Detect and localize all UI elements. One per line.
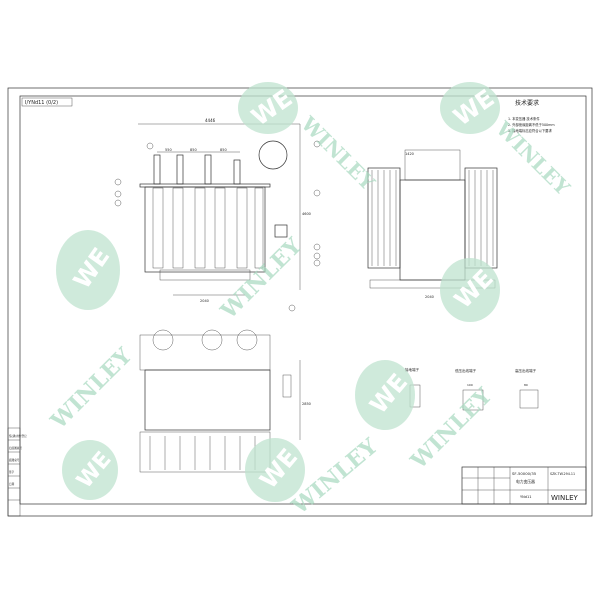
sheet-inner-frame — [19, 95, 587, 505]
tank-cover — [139, 183, 271, 188]
dimension-label: 100 — [467, 383, 473, 387]
watermark-text: WINLEY — [215, 233, 307, 325]
watermark: WE WE WE WE WE WE WE WINLEY WINLEY WINLE… — [45, 82, 575, 520]
radiators — [152, 187, 264, 269]
left-side-table: 借(通)用件登记 旧底图总号 底图总号 签字 日期 — [7, 427, 27, 517]
terminal-title: 低压出线端子 — [455, 368, 476, 373]
tech-req-item: 3. 接地端标志应符合以下要求 — [508, 128, 552, 133]
conservator — [258, 140, 288, 170]
lv-terminal — [462, 389, 484, 411]
dimension-label: 850 — [220, 148, 227, 152]
conservator-side — [404, 149, 461, 181]
plan-view: 2850 — [139, 329, 311, 473]
dimension-label: 4446 — [205, 118, 216, 123]
watermark-text: WINLEY — [405, 383, 497, 475]
title-block: SF-50000/35 电力变压器 YNd11 SZK.TW.294.11 WI… — [461, 466, 587, 505]
watermark-logo: WE — [355, 360, 415, 430]
watermark-logo: WE — [56, 230, 120, 310]
base — [159, 269, 251, 281]
tank-body — [144, 186, 266, 273]
watermark-logo: WE — [245, 438, 305, 502]
terminal-title: 高压出线端子 — [515, 368, 536, 373]
tank-plan — [144, 369, 271, 431]
left-table-cell: 日期 — [9, 482, 15, 486]
watermark-logo: WE — [238, 82, 298, 134]
watermark-text: WINLEY — [45, 343, 137, 435]
terminal-details: 接地端子 低压出线端子 100 高压出线端子 80 — [405, 367, 539, 411]
tech-req-title: 技术要求 — [515, 99, 539, 107]
dimension-label: 80 — [524, 383, 528, 387]
dimension-label: 2850 — [302, 402, 311, 406]
watermark-logo: WE — [440, 82, 500, 134]
connection-label: I/YNd11 (0/2) — [25, 100, 58, 106]
control-box — [274, 224, 288, 238]
watermark-text: WINLEY — [296, 111, 380, 195]
dimension-label: 2040 — [200, 299, 209, 303]
drawing-number: SZK.TW.294.11 — [550, 472, 575, 476]
connection-label-box — [21, 97, 73, 107]
connection-group: YNd11 — [520, 495, 531, 499]
product-name: 电力变压器 — [516, 479, 535, 484]
left-table-cell: 签字 — [9, 470, 15, 474]
left-table-cell: 旧底图总号 — [9, 446, 22, 450]
dimension-label: 550 — [165, 148, 172, 152]
dimension-label: 850 — [190, 148, 197, 152]
watermark-logo: WE — [62, 440, 118, 500]
sheet-outer-frame — [7, 87, 593, 517]
left-table-cell: 借(通)用件登记 — [9, 434, 27, 438]
tech-req-item: 2. 外部绝缘距离不低于500mm — [508, 122, 555, 127]
terminal-title: 接地端子 — [405, 367, 419, 372]
technical-requirements: 技术要求 1. 本变压器 技术条件 2. 外部绝缘距离不低于500mm 3. 接… — [508, 99, 555, 133]
watermark-logo: WE — [440, 258, 500, 322]
company-name: WINLEY — [551, 494, 579, 502]
dimension-label: 1420 — [405, 152, 414, 156]
dimension-label: 2040 — [425, 295, 434, 299]
model-number: SF-50000/35 — [512, 471, 537, 476]
hv-terminal — [519, 389, 539, 409]
dimension-label: 4600 — [302, 212, 311, 216]
tech-req-item: 1. 本变压器 技术条件 — [508, 116, 540, 121]
radiator-group-top — [139, 334, 271, 371]
callouts — [114, 140, 321, 312]
bushings — [153, 154, 241, 185]
left-table-cell: 底图总号 — [9, 458, 20, 462]
front-view: 4446 550 850 850 4600 2040 — [114, 118, 321, 312]
